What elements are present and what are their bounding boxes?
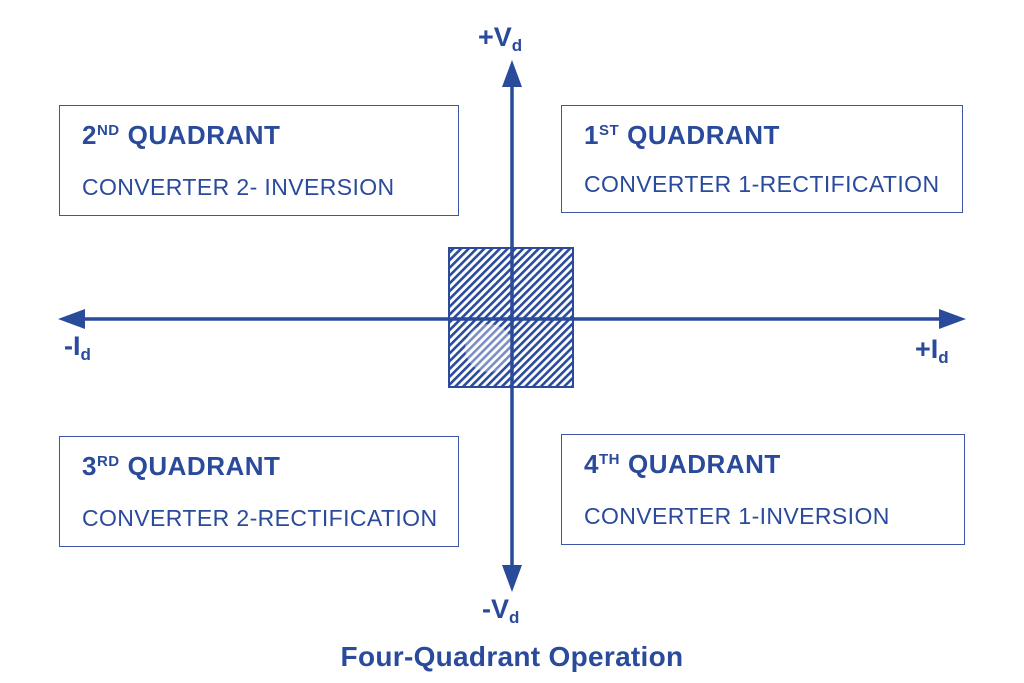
- axis-label-plus-vd-main: +V: [478, 22, 512, 52]
- quadrant-2-ordinal: 2: [82, 120, 97, 150]
- quadrant-2-suffix: ND: [96, 122, 120, 139]
- axis-label-plus-id-sub: d: [938, 348, 949, 367]
- quadrant-4-ordinal: 4: [584, 449, 599, 479]
- axis-label-plus-vd-sub: d: [511, 36, 523, 55]
- axis-label-plus-id-main: +I: [915, 334, 939, 364]
- watermark-blob: [465, 324, 513, 372]
- axis-label-plus-id: +Id: [915, 334, 949, 367]
- arrowhead-up: [502, 60, 522, 87]
- quadrant-1-heading: 1ST QUADRANT: [584, 122, 956, 148]
- axis-label-minus-id-main: -I: [64, 331, 81, 361]
- quadrant-2-description: CONVERTER 2- INVERSION: [82, 174, 395, 200]
- quadrant-1-ordinal: 1: [584, 120, 599, 150]
- quadrant-1-title: QUADRANT: [627, 120, 780, 150]
- diagram-caption: Four-Quadrant Operation: [340, 641, 684, 672]
- axis-label-minus-vd-main: -V: [482, 594, 509, 624]
- quadrant-4-heading: 4TH QUADRANT: [584, 451, 958, 477]
- axis-label-minus-id-sub: d: [80, 345, 91, 364]
- quadrant-3-ordinal: 3: [82, 451, 97, 481]
- quadrant-1-suffix: ST: [598, 122, 620, 139]
- quadrant-3-description: CONVERTER 2-RECTIFICATION: [82, 505, 438, 531]
- arrowhead-down: [502, 565, 522, 592]
- quadrant-3-heading: 3RD QUADRANT: [82, 453, 452, 479]
- quadrant-4-title: QUADRANT: [627, 449, 781, 479]
- quadrant-4-box: 4TH QUADRANT CONVERTER 1-INVERSION: [561, 434, 965, 545]
- quadrant-3-suffix: RD: [96, 453, 120, 470]
- quadrant-4-suffix: TH: [598, 451, 620, 468]
- axis-label-minus-vd-sub: d: [509, 608, 520, 627]
- axis-label-plus-vd: +Vd: [478, 22, 523, 55]
- axis-label-minus-id: -Id: [64, 331, 91, 364]
- quadrant-2-title: QUADRANT: [127, 120, 281, 150]
- quadrant-1-box: 1ST QUADRANT CONVERTER 1-RECTIFICATION: [561, 105, 963, 213]
- quadrant-4-description: CONVERTER 1-INVERSION: [584, 503, 890, 529]
- quadrant-1-description: CONVERTER 1-RECTIFICATION: [584, 171, 940, 197]
- quadrant-3-box: 3RD QUADRANT CONVERTER 2-RECTIFICATION: [59, 436, 459, 547]
- quadrant-3-title: QUADRANT: [127, 451, 281, 481]
- axis-label-minus-vd: -Vd: [482, 594, 520, 627]
- arrowhead-right: [939, 309, 966, 329]
- quadrant-2-box: 2ND QUADRANT CONVERTER 2- INVERSION: [59, 105, 459, 216]
- arrowhead-left: [58, 309, 85, 329]
- quadrant-2-heading: 2ND QUADRANT: [82, 122, 452, 148]
